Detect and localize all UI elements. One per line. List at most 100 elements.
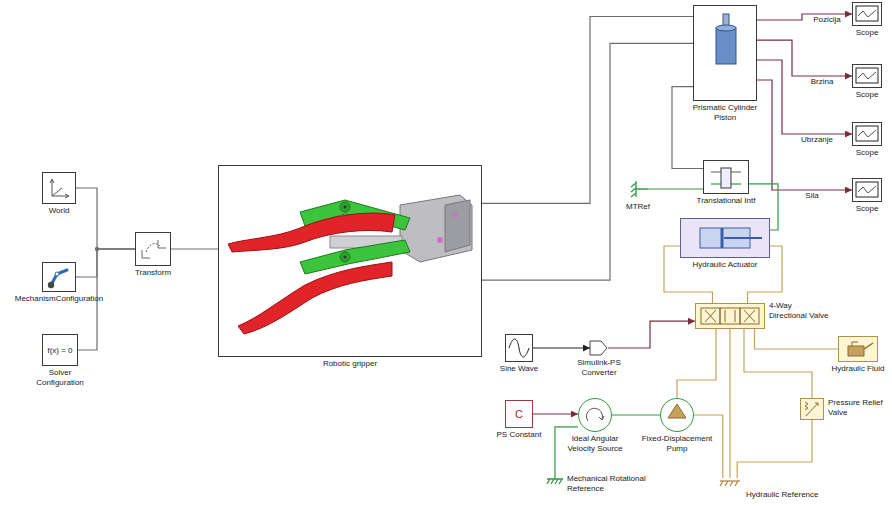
sine-icon <box>509 339 529 357</box>
translational-ground-symbol <box>631 183 636 197</box>
block-outline <box>838 336 878 362</box>
connector <box>729 329 730 478</box>
velocity-source-icon <box>579 399 611 431</box>
block-caption: Mechanical Rotational Reference <box>567 474 657 493</box>
block-caption: Translational Intf <box>686 196 766 206</box>
rotational-ground-symbol <box>547 476 563 479</box>
block-label: MechanismConfiguration <box>4 294 114 304</box>
block-label: Prismatic Cylinder Piston <box>685 103 765 122</box>
valve-icon <box>701 308 759 324</box>
actuator-icon <box>680 218 770 258</box>
valve-icon <box>695 303 765 329</box>
block-label: Mechanical Rotational Reference <box>567 474 657 493</box>
block-label: Translational Intf <box>686 196 766 206</box>
rotational-ground-symbol <box>547 479 562 484</box>
scope-block: Scope <box>852 122 882 146</box>
block-caption: Simulink-PS Converter <box>569 358 629 377</box>
mechanism-configuration-block: MechanismConfiguration <box>42 262 76 292</box>
angular-velocity-source: Ideal Angular Velocity Source <box>578 398 612 432</box>
block-outline <box>505 334 533 362</box>
connector <box>533 347 590 348</box>
translational-interface: Translational Intf <box>703 160 749 194</box>
fluid-icon <box>848 346 864 356</box>
signal-label: Sila <box>803 192 820 201</box>
block-label: Hydraulic Actuator <box>680 260 770 270</box>
block-label: 4-Way Directional Valve <box>769 301 829 320</box>
world-frame-icon <box>50 179 69 198</box>
signal-label: Pozicija <box>811 16 843 25</box>
connector <box>677 329 716 398</box>
hydraulic-actuator: Hydraulic Actuator <box>680 218 770 258</box>
mechanism-configuration-icon <box>55 272 59 276</box>
block-caption: Ideal Angular Velocity Source <box>560 434 630 453</box>
connector <box>482 17 693 204</box>
gripper-illustration <box>445 200 470 252</box>
block-caption: Scope <box>847 28 887 38</box>
mechanism-configuration-icon <box>48 282 54 288</box>
connector <box>749 184 778 230</box>
velocity-source-icon <box>599 416 604 420</box>
block-outline <box>545 476 563 490</box>
relief-icon <box>806 403 818 416</box>
block-outline <box>852 2 882 26</box>
hydraulic-ground-symbol <box>720 481 740 486</box>
connector <box>748 246 783 303</box>
block-label: Scope <box>847 28 887 38</box>
connector <box>482 43 693 280</box>
fluid-icon <box>838 336 878 362</box>
gripper-illustration <box>453 213 458 218</box>
transform-block: Transform <box>135 232 171 266</box>
block-caption: Pressure Relief Valve <box>828 398 886 417</box>
fluid-icon <box>838 336 878 362</box>
block-caption: PS Constant <box>494 430 544 440</box>
prismatic-cylinder-piston: Prismatic Cylinder Piston <box>693 5 757 101</box>
block-label: Robotic gripper <box>290 359 410 369</box>
pump-icon <box>661 399 693 431</box>
hydraulic-ground-symbol <box>720 481 738 486</box>
block-label: Sine Wave <box>494 364 544 374</box>
block-outline <box>693 5 757 101</box>
scope-block: Scope <box>852 64 882 88</box>
block-caption: Hydraulic Actuator <box>680 260 770 270</box>
block-outline <box>852 178 882 202</box>
relief-icon <box>805 402 808 410</box>
converter-icon <box>590 341 607 355</box>
gripper-illustration <box>340 252 350 262</box>
block-label: Scope <box>847 204 887 214</box>
connector <box>171 248 218 249</box>
block-label: World <box>29 206 89 216</box>
scope-icon <box>858 10 876 193</box>
transform-icon <box>158 240 166 248</box>
block-outline <box>852 122 882 146</box>
block-caption: Hydraulic Fluid <box>830 364 886 374</box>
block-caption: Prismatic Cylinder Piston <box>685 103 765 122</box>
fluid-icon <box>852 342 858 346</box>
block-label: Scope <box>847 90 887 100</box>
scope-icon <box>856 68 878 83</box>
gripper-illustration <box>344 256 347 259</box>
block-caption: 4-Way Directional Valve <box>769 301 829 320</box>
block-caption: Transform <box>123 268 183 278</box>
hydraulic-reference: Hydraulic Reference <box>718 478 742 492</box>
relief-icon <box>800 398 824 420</box>
interface-icon <box>721 168 731 188</box>
world-frame-icon <box>50 179 69 198</box>
gripper-illustration <box>437 237 443 243</box>
block-label: MTRef <box>618 202 658 212</box>
piston-icon <box>716 25 736 31</box>
velocity-source-icon <box>579 399 611 431</box>
connector <box>648 188 703 189</box>
block-caption: Hydraulic Reference <box>746 490 826 500</box>
pump-icon <box>668 404 686 418</box>
mechanical-translational-reference: MTRef <box>628 178 648 200</box>
block-label: Scope <box>847 148 887 158</box>
block-label: Hydraulic Reference <box>746 490 826 500</box>
world-frame-icon <box>52 180 68 196</box>
connector <box>76 249 135 277</box>
gripper-illustration <box>238 262 392 334</box>
ps-constant-block: CPS Constant <box>505 400 533 428</box>
velocity-source-icon <box>586 408 602 421</box>
rotational-ground-symbol <box>547 476 563 484</box>
block-outline <box>660 398 694 432</box>
